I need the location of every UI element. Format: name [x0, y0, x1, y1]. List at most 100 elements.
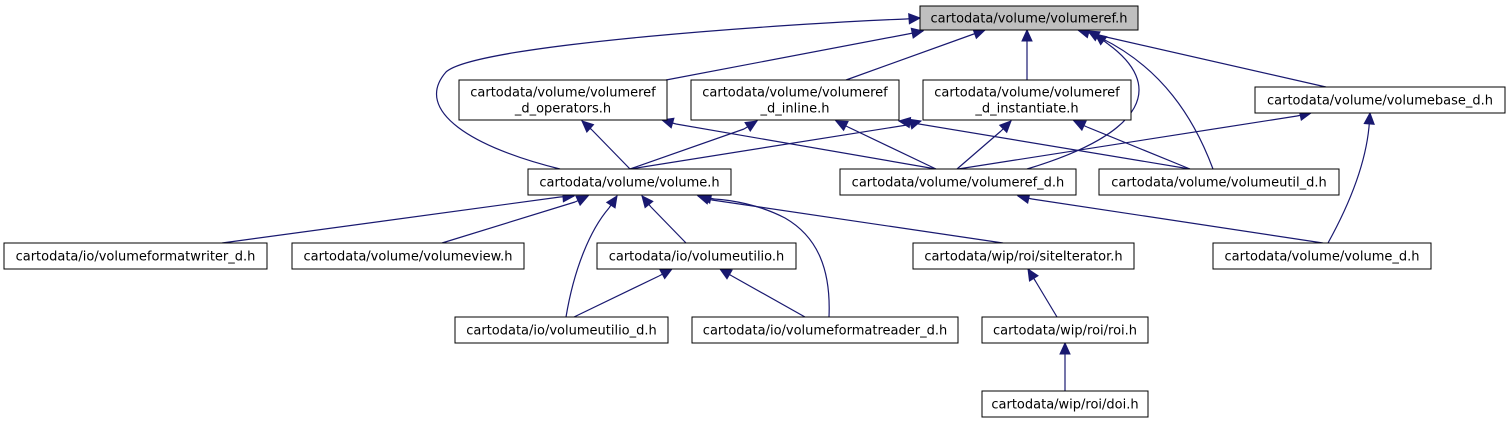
edge-connector	[905, 17, 921, 20]
node-volumeformatwriter-d[interactable]: cartodata/io/volumeformatwriter_d.h	[3, 242, 268, 270]
edge-doi-to-roi	[1059, 341, 1071, 391]
node-label: cartodata/io/volumeformatreader_d.h	[703, 324, 947, 339]
edge-line	[847, 126, 937, 170]
node-volumeutilio[interactable]: cartodata/io/volumeutilio.h	[596, 242, 797, 270]
node-volumeref-d[interactable]: cartodata/volume/volumeref_d.h	[839, 168, 1077, 196]
edge-line	[1327, 126, 1370, 244]
edge-connector	[1000, 120, 1012, 132]
node-label: cartodata/wip/roi/siteIterator.h	[924, 250, 1122, 265]
node-siteIterator[interactable]: cartodata/wip/roi/siteIterator.h	[912, 242, 1135, 270]
edge-volumeutilio-to-volume	[641, 195, 687, 244]
edge-volume-to-volumeref_d_operators	[581, 120, 631, 170]
edge-connector	[608, 195, 618, 209]
edge-siteIterator-to-volume	[696, 193, 1004, 244]
edge-connector	[574, 195, 589, 203]
edge-line	[665, 33, 909, 81]
edge-volume-to-volumeref	[435, 13, 922, 170]
node-volumeview[interactable]: cartodata/volume/volumeview.h	[291, 242, 525, 270]
node-box	[291, 242, 525, 270]
edge-volumeref_d-to-volumeref_d_instantiate	[956, 120, 1012, 170]
node-box	[1098, 168, 1340, 196]
edge-line	[1092, 33, 1327, 88]
edge-volumeformatwriter_d-to-volume	[221, 191, 576, 244]
edge-line	[912, 122, 1191, 170]
edge-volumeref_d-to-volumeref_d_inline	[834, 120, 937, 170]
edge-volume-to-volumeref_d_instantiate	[629, 118, 923, 170]
edge-connector	[970, 29, 986, 36]
edge-volume_d-to-volumeref_d	[1016, 192, 1324, 244]
node-label: cartodata/io/volumeformatwriter_d.h	[16, 250, 256, 265]
node-box	[981, 316, 1149, 344]
edge-line	[441, 201, 576, 244]
edge-volume-to-volumeref_d_inline	[629, 120, 759, 170]
node-label: _d_instantiate.h	[974, 102, 1078, 117]
node-volumeref-d-operators[interactable]: cartodata/volume/volumeref_d_operators.h	[458, 79, 668, 121]
edge-line	[435, 18, 907, 170]
edge-line	[629, 124, 908, 170]
node-volumebase-d[interactable]: cartodata/volume/volumebase_d.h	[1254, 86, 1506, 114]
edge-connector	[1368, 112, 1371, 128]
node-volumeutil-d[interactable]: cartodata/volume/volumeutil_d.h	[1098, 168, 1340, 196]
node-box	[690, 79, 900, 121]
node-label: cartodata/volume/volumeref.h	[931, 12, 1128, 27]
edge-connector	[907, 30, 924, 35]
node-label: cartodata/volume/volume_d.h	[1225, 250, 1420, 265]
node-label: cartodata/volume/volumeutil_d.h	[1111, 176, 1327, 191]
node-box	[527, 168, 732, 196]
edge-line	[1086, 126, 1191, 170]
node-roi[interactable]: cartodata/wip/roi/roi.h	[981, 316, 1149, 344]
nodes-layer: cartodata/volume/volumeref.h cartodata/vo…	[3, 5, 1506, 418]
edge-volumeref_d_operators-to-volumeref	[665, 27, 925, 81]
node-box	[981, 390, 1149, 418]
edge-connector	[1017, 195, 1033, 200]
edge-connector	[835, 120, 849, 128]
node-label: cartodata/io/volumeutilio.h	[609, 250, 785, 265]
node-box	[1254, 86, 1506, 114]
edge-volumeref_d_instantiate-to-volumeref	[1021, 28, 1033, 80]
node-box	[839, 168, 1077, 196]
node-volumeref[interactable]: cartodata/volume/volumeref.h	[919, 5, 1139, 31]
edge-line	[573, 275, 660, 318]
edge-connector	[697, 195, 713, 201]
edge-line	[1026, 43, 1140, 170]
edge-line	[1031, 198, 1324, 244]
node-volume-d[interactable]: cartodata/volume/volume_d.h	[1212, 242, 1432, 270]
node-label: cartodata/volume/volumeview.h	[304, 250, 513, 265]
edge-connector	[661, 119, 677, 125]
node-volumeref-d-inline[interactable]: cartodata/volume/volumeref_d_inline.h	[690, 79, 900, 121]
node-box	[596, 242, 797, 270]
edge-connector	[1073, 120, 1088, 128]
edge-line	[565, 207, 610, 318]
node-label: cartodata/volume/volumeref_d.h	[852, 176, 1065, 191]
node-volumeformatreader-d[interactable]: cartodata/io/volumeformatreader_d.h	[691, 316, 959, 344]
edge-connector	[559, 195, 575, 198]
node-box	[454, 316, 669, 344]
node-doi[interactable]: cartodata/wip/roi/doi.h	[981, 390, 1149, 418]
edge-volumeview-to-volume	[441, 195, 590, 244]
node-volumeutilio-d[interactable]: cartodata/io/volumeutilio_d.h	[454, 316, 669, 344]
edge-volumeutilio_d-to-volume	[565, 194, 618, 318]
node-box	[919, 5, 1139, 31]
edge-volumebase_d-to-volumeref	[1076, 27, 1327, 88]
edge-connector	[1087, 30, 1102, 39]
node-label: cartodata/volume/volumebase_d.h	[1267, 94, 1493, 109]
edge-line	[1100, 37, 1214, 170]
node-label: cartodata/wip/roi/roi.h	[993, 324, 1137, 339]
edge-connector	[641, 195, 652, 208]
node-volumeref-d-instantiate[interactable]: cartodata/volume/volumeref_d_instantiate…	[922, 79, 1132, 121]
node-label: cartodata/volume/volumeref	[934, 86, 1120, 101]
edge-connector	[906, 120, 922, 126]
edge-volumeformatreader_d-to-volumeutilio	[718, 268, 806, 318]
edge-connector	[1027, 268, 1037, 283]
node-volume[interactable]: cartodata/volume/volume.h	[527, 168, 732, 196]
node-box	[1212, 242, 1432, 270]
edge-volume_d-to-volumebase_d	[1327, 111, 1375, 244]
edge-volumeutilio_d-to-volumeutilio	[573, 268, 674, 318]
edge-line	[711, 199, 1004, 244]
node-box	[922, 79, 1132, 121]
node-box	[691, 316, 959, 344]
edge-line	[221, 196, 561, 244]
node-label: _d_inline.h	[760, 102, 830, 117]
edge-roi-to-siteIterator	[1027, 267, 1058, 318]
